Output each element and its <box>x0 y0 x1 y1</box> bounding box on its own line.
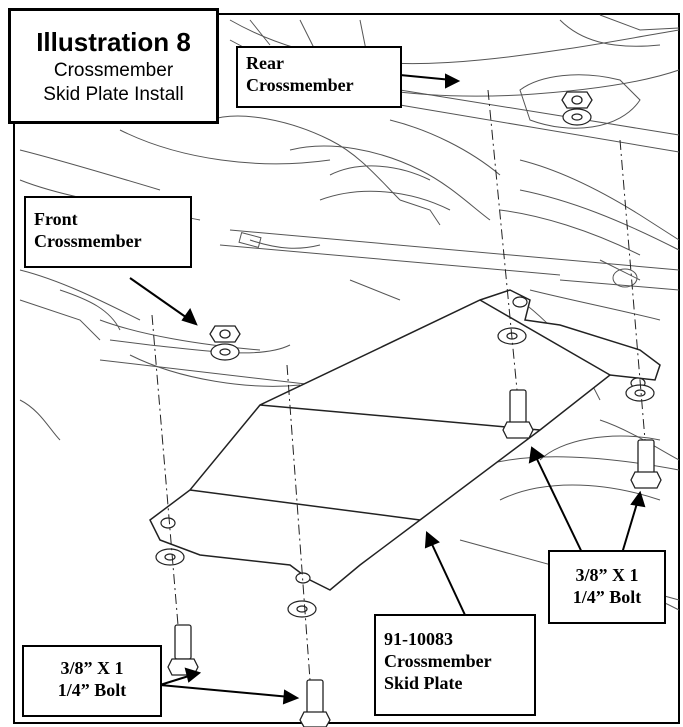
bolt-right-line2: 1/4” Bolt <box>572 587 642 607</box>
rear-crossmember-line1: Rear <box>246 53 284 73</box>
bolt-right-callout: 3/8” X 1 1/4” Bolt <box>548 550 666 624</box>
skid-plate-line2: Crossmember <box>384 651 492 671</box>
outer-border <box>13 13 680 724</box>
bolt-left-line1: 3/8” X 1 <box>60 658 124 678</box>
leader-arrows <box>129 73 646 705</box>
front-crossmember-callout: Front Crossmember <box>24 196 192 268</box>
rear-crossmember-line2: Crossmember <box>246 75 354 95</box>
bolt-left-callout: 3/8” X 1 1/4” Bolt <box>22 645 162 717</box>
bolt-left-line2: 1/4” Bolt <box>57 680 127 700</box>
rear-crossmember-callout: Rear Crossmember <box>236 46 402 108</box>
front-crossmember-line1: Front <box>34 209 78 229</box>
skid-plate-part-number: 91-10083 <box>384 629 453 649</box>
bolt-centerlines <box>151 89 646 681</box>
illustration-heading: Illustration 8 <box>36 27 191 57</box>
skid-plate-line3: Skid Plate <box>384 673 463 693</box>
skid-plate-callout: 91-10083 Crossmember Skid Plate <box>374 614 536 716</box>
illustration-title-box: Illustration 8 Crossmember Skid Plate In… <box>8 8 219 124</box>
front-crossmember-line2: Crossmember <box>34 231 142 251</box>
illustration-subtitle-line2: Skid Plate Install <box>43 84 184 105</box>
nuts <box>209 91 593 343</box>
washers <box>155 108 655 618</box>
bolt-right-line1: 3/8” X 1 <box>575 565 639 585</box>
skid-plate-drawing <box>149 289 661 591</box>
bolts <box>167 389 662 727</box>
illustration-subtitle-line1: Crossmember <box>53 60 174 81</box>
